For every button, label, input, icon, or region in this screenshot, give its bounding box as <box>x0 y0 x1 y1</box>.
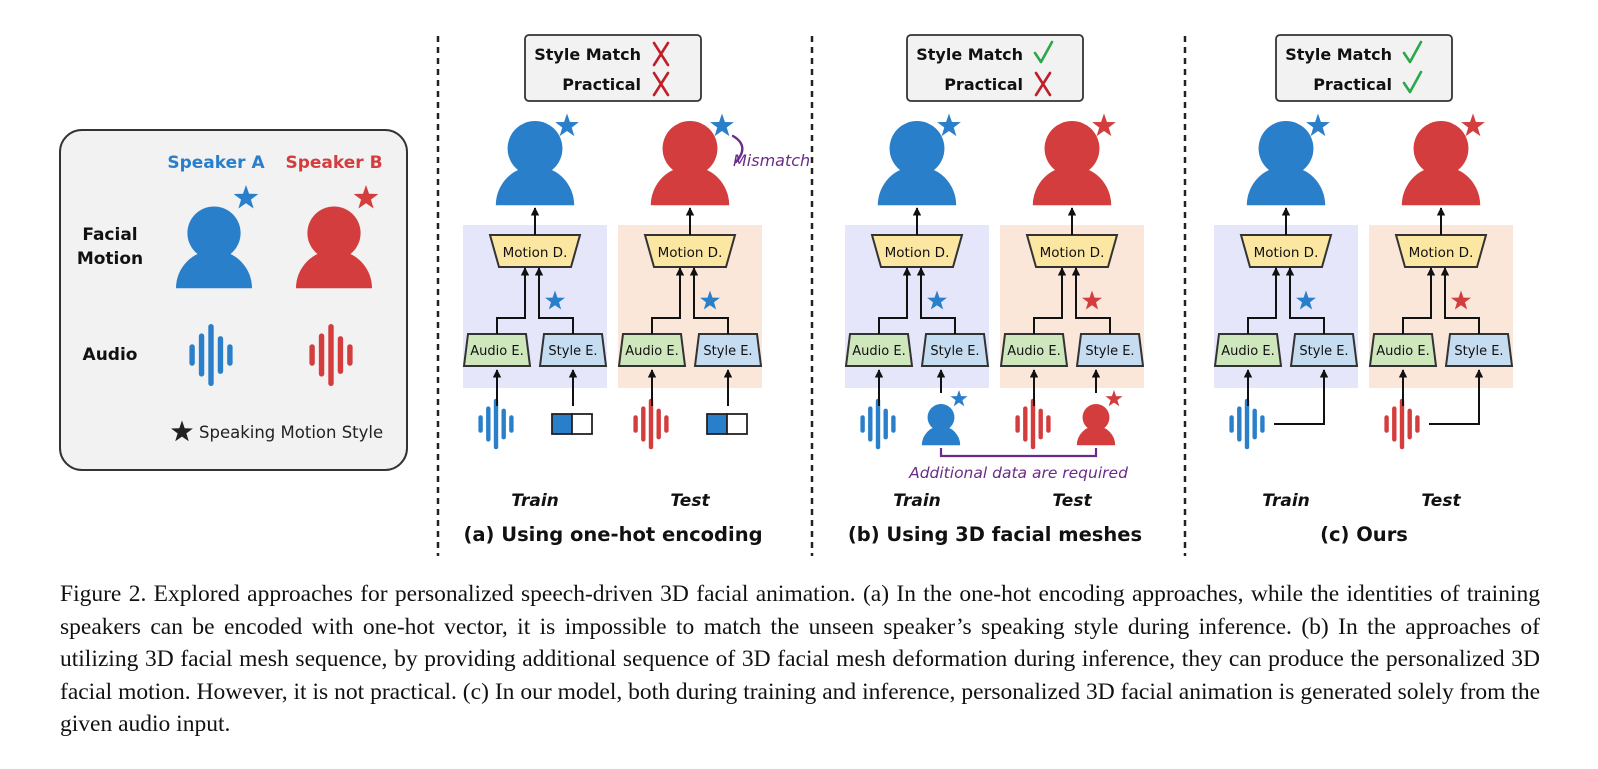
test-column-output-star-icon <box>710 113 734 137</box>
test-column-motion-decoder-label: Motion D. <box>658 245 723 261</box>
test-column-style-encoder <box>1075 333 1145 367</box>
train-column-style-encoder <box>538 333 608 367</box>
test-column-audio-input-icon <box>1015 398 1051 450</box>
status-box <box>1275 34 1453 102</box>
legend-style-note: Speaking Motion Style <box>199 423 383 442</box>
train-column-motion-decoder-label: Motion D. <box>885 245 950 261</box>
train-column-motion-decoder <box>1239 234 1333 268</box>
test-column-onehot-icon <box>706 413 748 435</box>
status-practical-label: Practical <box>562 75 641 94</box>
train-column-audio-encoder-label: Audio E. <box>470 344 523 359</box>
test-column-mesh-person-icon <box>1076 404 1116 446</box>
panel-title: (a) Using one-hot encoding <box>463 523 762 546</box>
train-column-style-encoder <box>920 333 990 367</box>
figure-caption: Figure 2. Explored approaches for person… <box>60 578 1540 741</box>
test-column-motion-decoder <box>1394 234 1488 268</box>
test-column-audio-encoder <box>1368 333 1438 367</box>
additional-data-annotation: Additional data are required <box>908 464 1128 482</box>
train-label: Train <box>511 491 559 511</box>
train-column-style-encoder-label: Style E. <box>930 344 979 359</box>
train-column-audio-encoder <box>1213 333 1283 367</box>
test-column-audio-input-icon <box>633 398 669 450</box>
additional-data-bracket <box>939 448 1098 458</box>
test-column-audio-encoder-label: Audio E. <box>625 344 678 359</box>
train-label: Train <box>893 491 941 511</box>
style-match-cross-icon <box>652 41 670 67</box>
test-column-output-star-icon <box>1461 113 1485 137</box>
practical-cross-icon <box>1034 71 1052 97</box>
style-match-check-icon <box>1033 40 1054 64</box>
separators <box>436 36 1187 556</box>
train-column-audio-encoder <box>844 333 914 367</box>
legend-panel: Speaker A Speaker B Facial Motion Audio … <box>59 129 408 471</box>
legend-row-facial-1: Facial <box>82 225 137 245</box>
status-practical-label: Practical <box>1313 75 1392 94</box>
train-label: Train <box>1262 491 1310 511</box>
test-column-audio-encoder-label: Audio E. <box>1376 344 1429 359</box>
test-column-motion-decoder <box>643 234 737 268</box>
test-column-motion-decoder-label: Motion D. <box>1409 245 1474 261</box>
test-column-style-encoder <box>693 333 763 367</box>
test-label: Test <box>1052 491 1092 511</box>
practical-check-icon <box>1402 70 1423 94</box>
test-label: Test <box>1421 491 1461 511</box>
train-column-motion-decoder <box>870 234 964 268</box>
train-column-mesh-person-icon <box>921 404 961 446</box>
train-column-output-star-icon <box>937 113 961 137</box>
status-style-match-label: Style Match <box>916 45 1023 64</box>
train-column-output-star-icon <box>1306 113 1330 137</box>
caption-text: Explored approaches for personalized spe… <box>60 581 1540 737</box>
legend-speaker-b: Speaker B <box>285 153 382 173</box>
train-column-style-encoder-label: Style E. <box>548 344 597 359</box>
status-box <box>906 34 1084 102</box>
train-column-output-star-icon <box>555 113 579 137</box>
panel-title: (c) Ours <box>1320 523 1408 546</box>
test-column-style-encoder-label: Style E. <box>1454 344 1503 359</box>
train-column-motion-decoder-label: Motion D. <box>1254 245 1319 261</box>
test-column-style-encoder-label: Style E. <box>1085 344 1134 359</box>
status-box <box>524 34 702 102</box>
train-column-onehot-icon <box>551 413 593 435</box>
caption-label: Figure 2. <box>60 581 147 607</box>
practical-cross-icon <box>652 71 670 97</box>
legend-row-facial-2: Motion <box>77 249 143 269</box>
test-column-audio-input-icon <box>1384 398 1420 450</box>
status-style-match-label: Style Match <box>1285 45 1392 64</box>
train-column-audio-encoder-label: Audio E. <box>852 344 905 359</box>
mismatch-bracket <box>731 134 744 164</box>
status-style-match-label: Style Match <box>534 45 641 64</box>
train-column-style-encoder-label: Style E. <box>1299 344 1348 359</box>
legend-row-audio: Audio <box>83 345 138 365</box>
mismatch-annotation: Mismatch <box>733 151 810 170</box>
test-column-output-star-icon <box>1092 113 1116 137</box>
train-column-audio-input-icon <box>860 398 896 450</box>
train-column-style-encoder <box>1289 333 1359 367</box>
style-match-check-icon <box>1402 40 1423 64</box>
train-column-audio-input-icon <box>478 398 514 450</box>
test-column-motion-decoder-label: Motion D. <box>1040 245 1105 261</box>
train-column-audio-encoder <box>462 333 532 367</box>
status-practical-label: Practical <box>944 75 1023 94</box>
train-column-motion-decoder-label: Motion D. <box>503 245 568 261</box>
test-label: Test <box>670 491 710 511</box>
test-column-style-encoder <box>1444 333 1514 367</box>
test-column-mesh-star-icon <box>1105 390 1123 407</box>
figure-diagram: Speaker A Speaker B Facial Motion Audio … <box>59 34 1514 556</box>
test-column-audio-encoder-label: Audio E. <box>1007 344 1060 359</box>
train-column-audio-input-icon <box>1229 398 1265 450</box>
test-column-audio-encoder <box>617 333 687 367</box>
train-column-audio-encoder-label: Audio E. <box>1221 344 1274 359</box>
legend-speaker-a: Speaker A <box>167 153 265 173</box>
panel-title: (b) Using 3D facial meshes <box>848 523 1142 546</box>
test-column-audio-encoder <box>999 333 1069 367</box>
test-column-motion-decoder <box>1025 234 1119 268</box>
test-column-style-encoder-label: Style E. <box>703 344 752 359</box>
train-column-motion-decoder <box>488 234 582 268</box>
train-column-mesh-star-icon <box>950 390 968 407</box>
